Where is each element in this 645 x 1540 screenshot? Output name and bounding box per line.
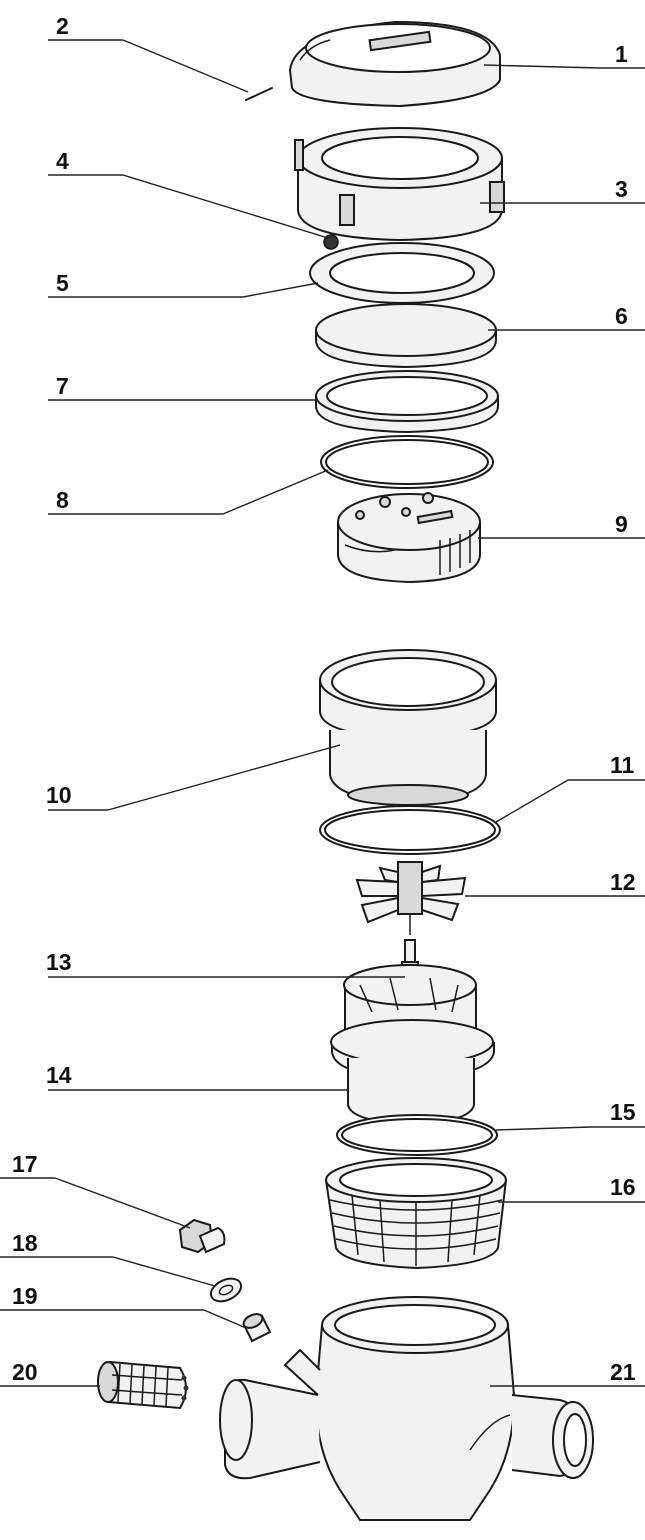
part-15-o-ring (336, 1114, 498, 1156)
callout-4: 4 (56, 148, 69, 174)
callout-21: 21 (610, 1359, 636, 1385)
part-17-nut (178, 1218, 226, 1254)
part-19-sleeve (242, 1313, 272, 1343)
callout-11: 11 (610, 752, 635, 778)
callout-12: 12 (610, 869, 636, 895)
callout-15: 15 (610, 1099, 636, 1125)
part-20-inlet-filter (97, 1360, 189, 1410)
callout-16: 16 (610, 1174, 636, 1200)
part-21-meter-body (219, 1296, 594, 1521)
callout-14: 14 (46, 1062, 72, 1088)
part-12-impeller (355, 861, 467, 935)
part-7-ring (315, 370, 499, 434)
callout-20: 20 (12, 1359, 38, 1385)
part-11-o-ring (319, 805, 501, 855)
part-3-ring-housing (294, 127, 505, 242)
callout-3: 3 (615, 176, 628, 202)
callout-17: 17 (12, 1151, 38, 1177)
part-16-strainer (325, 1157, 507, 1270)
callout-2: 2 (56, 13, 69, 39)
callout-10: 10 (46, 782, 72, 808)
part-5-gasket (309, 242, 495, 304)
callout-19: 19 (12, 1283, 38, 1309)
part-10-measuring-chamber (319, 649, 497, 806)
leader-lines (0, 39, 645, 1387)
callout-6: 6 (615, 303, 628, 329)
callout-1: 1 (615, 41, 628, 67)
callout-9: 9 (615, 511, 628, 537)
part-14-impeller-cage (330, 964, 495, 1126)
callout-18: 18 (12, 1230, 38, 1256)
callout-8: 8 (56, 487, 69, 513)
part-2-pin (245, 87, 273, 101)
part-18-washer (209, 1277, 243, 1303)
part-8-o-ring (320, 435, 494, 489)
callout-7: 7 (56, 373, 69, 399)
callout-labels: 1 2 3 4 5 6 7 8 9 10 11 12 13 14 15 16 1… (12, 13, 636, 1385)
part-1-lid (288, 20, 501, 108)
callout-5: 5 (56, 270, 69, 296)
part-9-register-mechanism (337, 492, 481, 584)
part-6-glass-disc (315, 303, 497, 369)
callout-13: 13 (46, 949, 72, 975)
